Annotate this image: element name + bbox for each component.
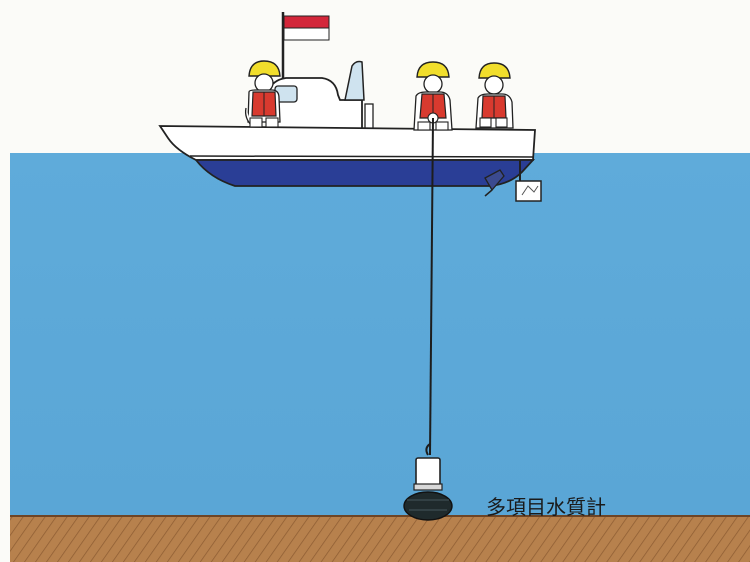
hull-blue [194,159,536,187]
helmet-icon [416,61,450,78]
flag-red-band [283,15,330,29]
instrument-label: 多項目水質計 [486,495,606,519]
bitt [364,103,374,131]
worker-right [475,62,514,129]
windshield [344,60,365,101]
meter-body [415,457,441,487]
hull-stripe [189,155,534,158]
helmet-icon [478,62,511,79]
worker-left [244,60,281,128]
flag-white-band [283,27,330,41]
water-body [10,153,750,518]
echo-sounder [515,160,542,202]
seabed [10,516,750,562]
meter-sensor-guard [403,491,453,521]
outboard-motor [484,169,505,197]
worker-middle [413,61,453,131]
helmet-icon [248,60,281,77]
hull-white [158,125,536,161]
sampling-cable [429,117,434,456]
water-quality-meter [403,443,453,521]
